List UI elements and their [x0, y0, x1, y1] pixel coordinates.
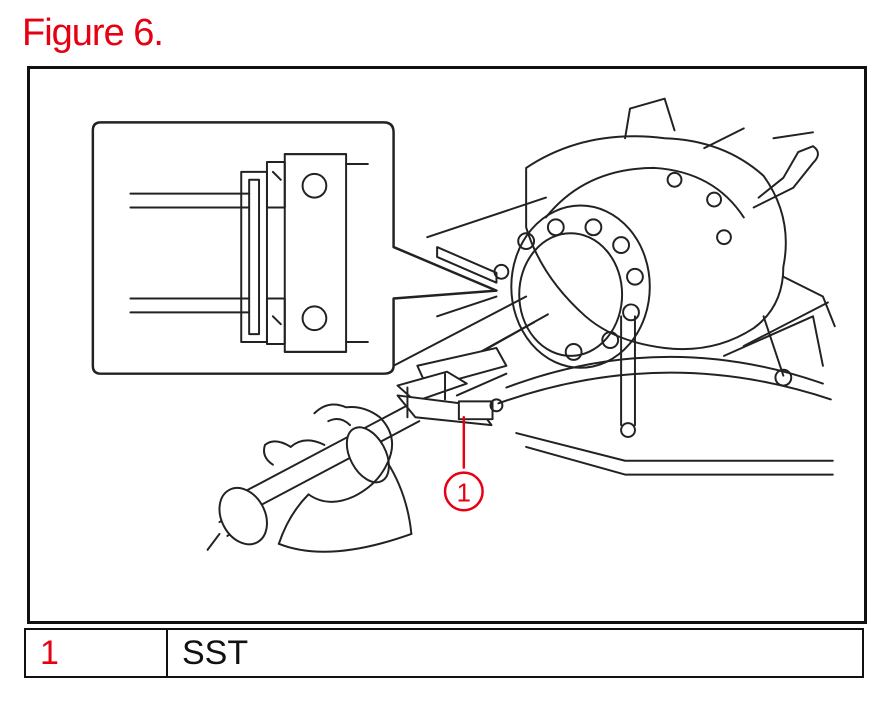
figure-title: Figure 6. — [22, 12, 164, 54]
sst-tool — [396, 346, 508, 427]
table-row: 1 SST — [24, 628, 864, 678]
differential-housing — [525, 97, 836, 351]
legend-table: 1 SST — [24, 628, 864, 678]
slide-hammer — [206, 404, 421, 551]
legend-description: SST — [166, 628, 864, 678]
detail-inset — [91, 121, 498, 375]
callout-label: 1 — [457, 479, 471, 507]
pinion-flange — [493, 204, 651, 369]
support-stand — [426, 196, 834, 476]
hand-drawing — [263, 403, 413, 553]
technical-illustration: 1 — [91, 97, 836, 553]
legend-number: 1 — [24, 628, 168, 678]
callout-leader — [443, 415, 484, 512]
illustration-frame: 1 — [27, 66, 867, 624]
